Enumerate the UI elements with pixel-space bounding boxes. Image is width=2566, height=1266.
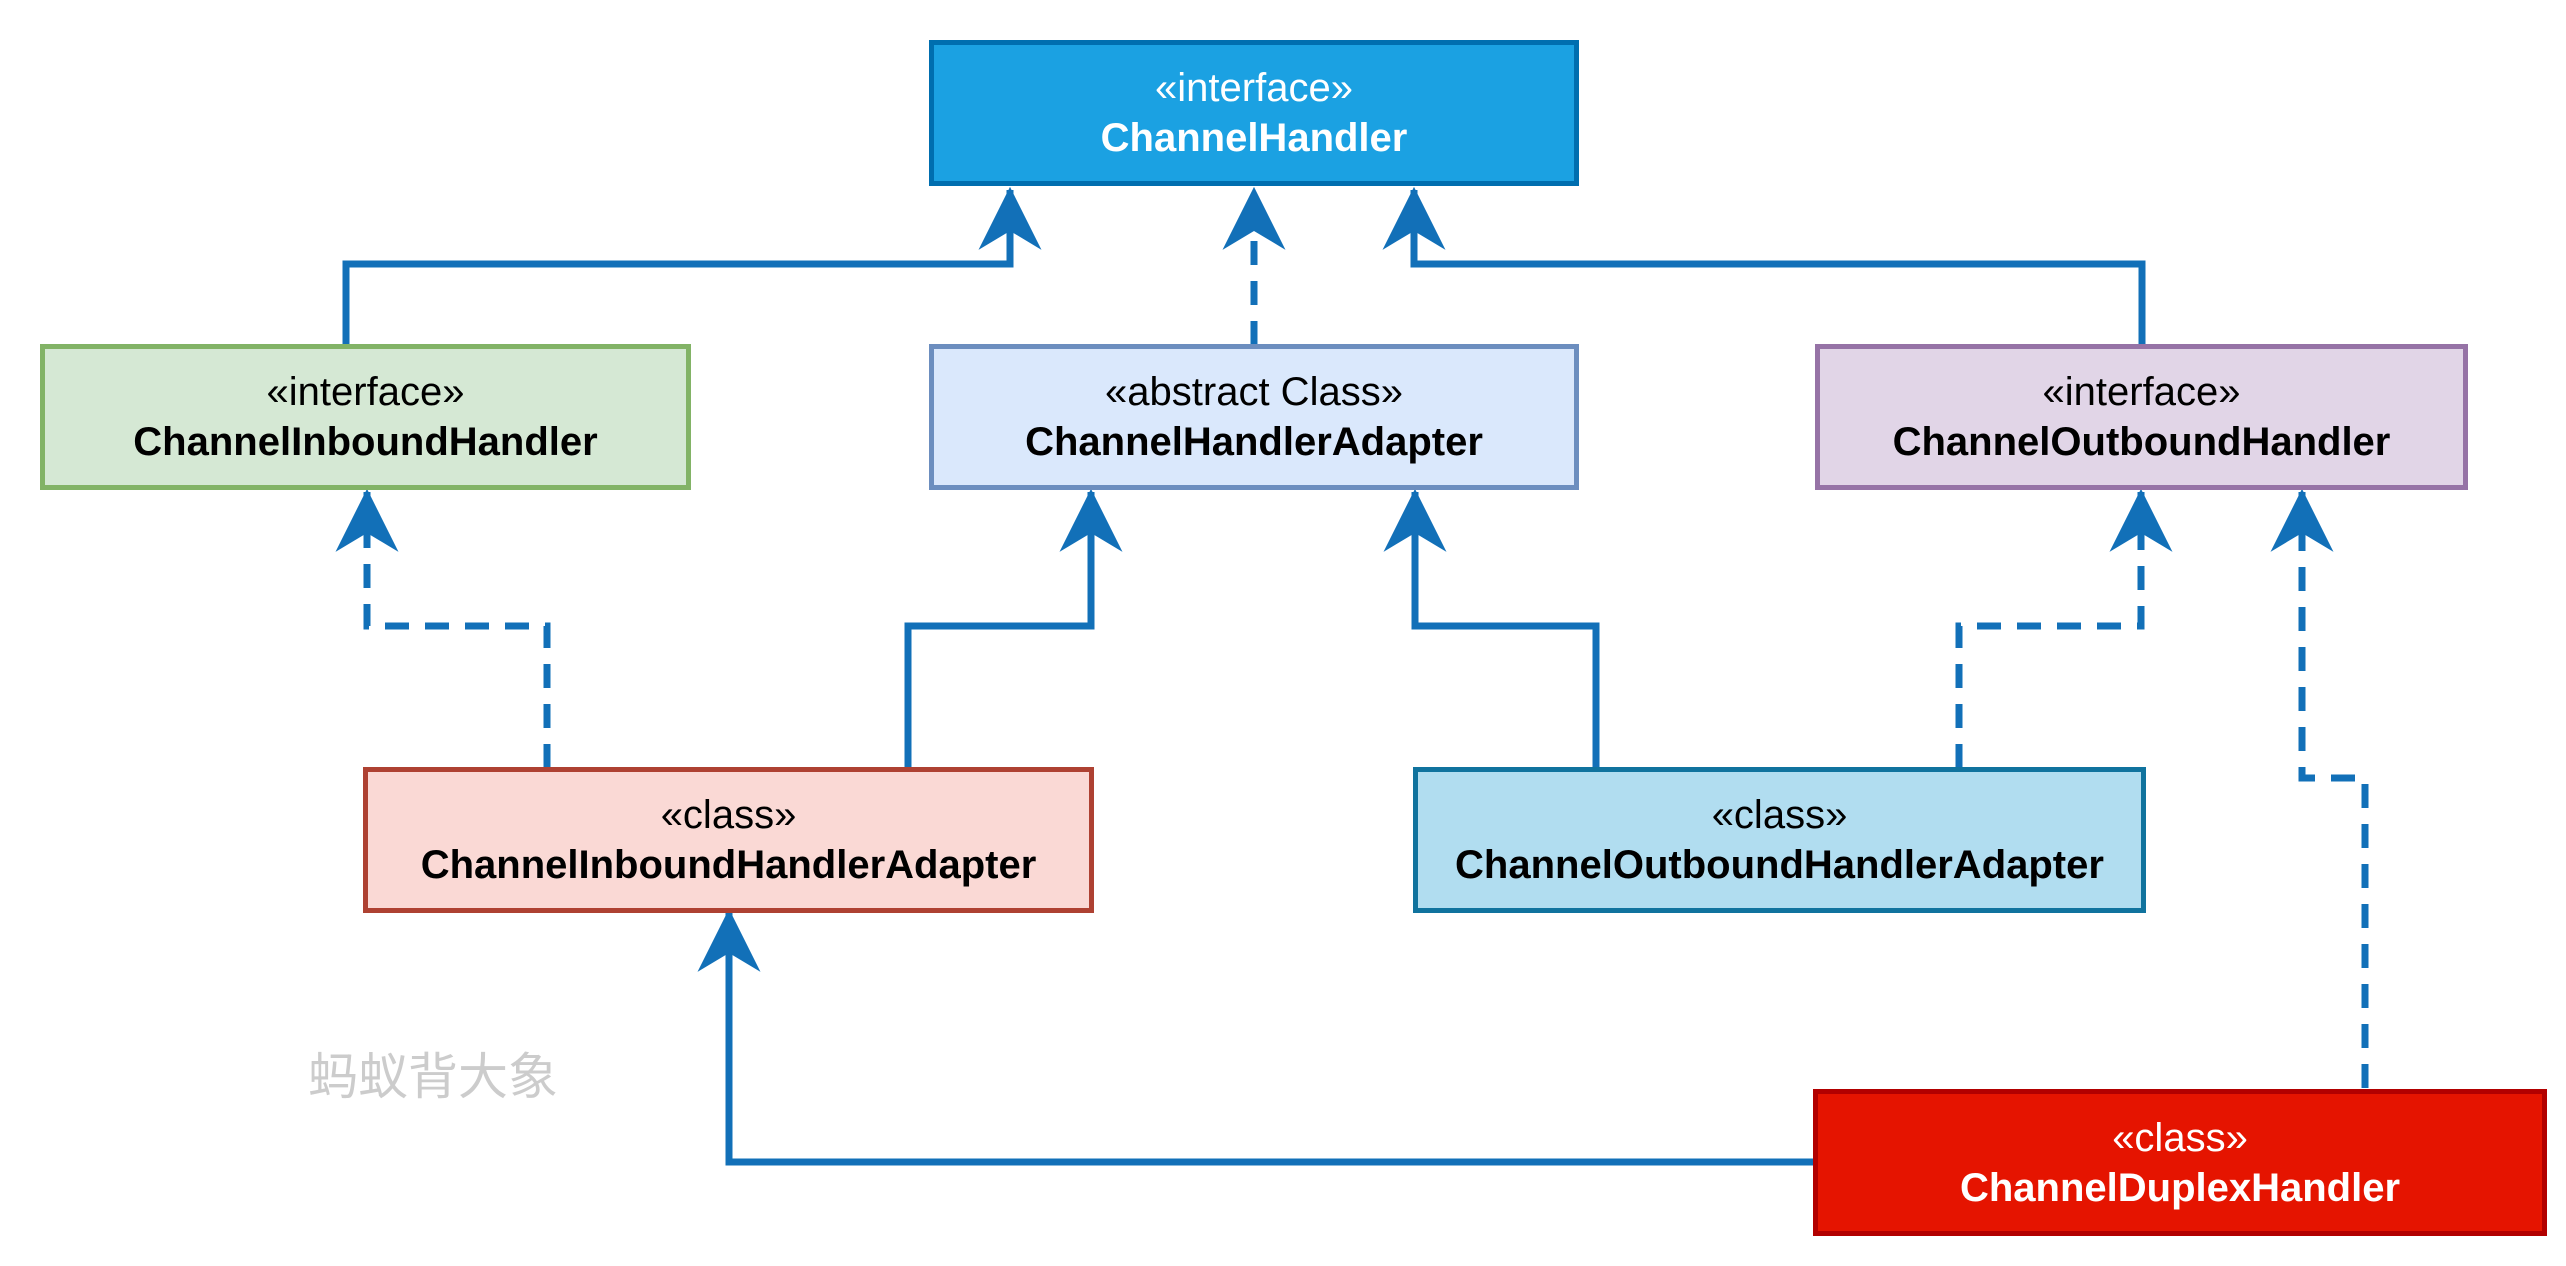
edge-duplex-to-inboundadapter — [697, 908, 1815, 1166]
stereotype-label: «class» — [660, 793, 797, 837]
watermark-text: 蚂蚁背大象 — [308, 1048, 558, 1106]
node-channel-duplex-handler: «class» ChannelDuplexHandler — [1813, 1089, 2547, 1236]
edge-duplex-to-outbound — [2270, 488, 2369, 1088]
stereotype-label: «class» — [1711, 793, 1848, 837]
node-channel-inbound-handler: «interface» ChannelInboundHandler — [40, 344, 691, 490]
edge-inboundadapter-to-inbound — [335, 488, 551, 768]
node-channel-outbound-handler: «interface» ChannelOutboundHandler — [1815, 344, 2468, 490]
edge-outboundadapter-to-outbound — [1955, 488, 2173, 768]
class-name: ChannelHandler — [1100, 116, 1408, 160]
node-channel-handler-adapter: «abstract Class» ChannelHandlerAdapter — [929, 344, 1579, 490]
stereotype-label: «interface» — [1155, 66, 1353, 110]
class-name: ChannelOutboundHandlerAdapter — [1455, 843, 2104, 887]
class-name: ChannelHandlerAdapter — [1025, 420, 1483, 464]
class-name: ChannelDuplexHandler — [1959, 1165, 2401, 1210]
stereotype-label: «abstract Class» — [1105, 370, 1403, 414]
edge-outbound-to-channelhandler — [1382, 186, 2146, 345]
edge-inboundadapter-to-handleradapter — [904, 488, 1123, 768]
node-channel-inbound-handler-adapter: «class» ChannelInboundHandlerAdapter — [363, 767, 1094, 913]
stereotype-label: «interface» — [2042, 370, 2241, 414]
class-name: ChannelInboundHandlerAdapter — [420, 843, 1037, 887]
stereotype-label: «class» — [2112, 1115, 2248, 1160]
edge-outboundadapter-to-handleradapter — [1383, 488, 1600, 768]
node-channel-handler: «interface» ChannelHandler — [929, 40, 1579, 186]
class-name: ChannelInboundHandler — [133, 420, 598, 464]
class-name: ChannelOutboundHandler — [1892, 420, 2391, 464]
stereotype-label: «interface» — [266, 370, 465, 414]
edge-inbound-to-channelhandler — [342, 186, 1042, 345]
node-channel-outbound-handler-adapter: «class» ChannelOutboundHandlerAdapter — [1413, 767, 2146, 913]
